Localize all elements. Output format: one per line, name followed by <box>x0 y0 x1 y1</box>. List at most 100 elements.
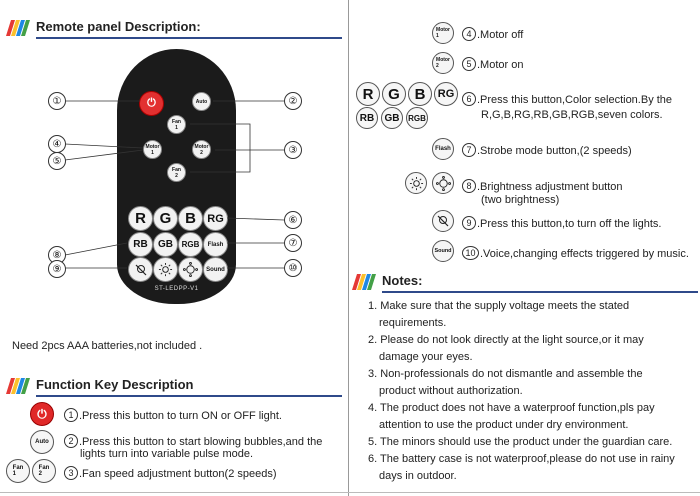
callout-7: ⑦ <box>284 234 302 252</box>
note-text: Non-professionals do not dismantle and a… <box>380 368 643 380</box>
g-button[interactable]: G <box>153 206 178 231</box>
fan1-key-label: Fan 1 <box>12 465 24 477</box>
sun-small-key-icon <box>405 172 427 194</box>
notes-list: 1. Make sure that the supply voltage mee… <box>368 298 698 485</box>
note-text: The product does not have a waterproof f… <box>380 402 655 414</box>
auto-label: Auto <box>195 98 208 105</box>
key-num: 7 <box>462 143 476 157</box>
section-title: Function Key Description <box>36 377 194 392</box>
rgb-key-icon: RGB <box>406 107 428 129</box>
callout-6: ⑥ <box>284 211 302 229</box>
page-divider <box>348 0 349 496</box>
g-key-icon: G <box>382 82 406 106</box>
callout-3-label: ③ <box>288 144 298 156</box>
callout-2: ② <box>284 92 302 110</box>
power-icon: ⏻ <box>147 97 156 109</box>
bulb-off-icon <box>135 264 146 275</box>
fan1-button[interactable]: Fan 1 <box>167 115 186 134</box>
r-label: R <box>135 210 146 227</box>
motor2-key-label: Motor 2 <box>436 57 450 69</box>
motor1-key-label: Motor 1 <box>436 27 450 39</box>
key-9: 9.Press this button,to turn off the ligh… <box>462 216 661 231</box>
auto-key-label: Auto <box>35 439 49 445</box>
header-rule <box>382 291 698 293</box>
gb-button[interactable]: GB <box>153 232 178 257</box>
r-button[interactable]: R <box>128 206 153 231</box>
note-text-cont: damage your eyes. <box>379 351 473 363</box>
key-text-cont: (two brightness) <box>481 194 560 206</box>
b-label: B <box>185 210 196 227</box>
key-text: .Strobe mode button,(2 speeds) <box>477 145 632 157</box>
notes-header: Notes: <box>352 271 698 293</box>
rg-key-label: RG <box>437 88 455 100</box>
note-num: 1. <box>368 300 378 312</box>
gb-key-label: GB <box>384 112 400 124</box>
key-text: .Brightness adjustment button <box>477 181 623 193</box>
note-num: 5. <box>368 436 378 448</box>
r-key-label: R <box>362 85 374 103</box>
stripes-icon <box>6 20 30 36</box>
callout-5-label: ⑤ <box>52 155 62 167</box>
sound-button[interactable]: Sound <box>203 257 228 282</box>
fan1-key-icon: Fan 1 <box>6 459 30 483</box>
auto-key-icon: Auto <box>30 430 54 454</box>
note-text: The battery case is not waterproof,pleas… <box>380 453 675 465</box>
callout-1: ① <box>48 92 66 110</box>
key-1: 1.Press this button to turn ON or OFF li… <box>64 408 282 423</box>
callout-9: ⑨ <box>48 260 66 278</box>
rgb-button[interactable]: RGB <box>178 232 203 257</box>
callout-2-label: ② <box>288 95 298 107</box>
note-text-cont: attention to use the product under dry e… <box>379 419 629 431</box>
flash-key-icon: Flash <box>432 138 454 160</box>
key-text: .Voice,changing effects triggered by mus… <box>480 248 689 260</box>
rb-button[interactable]: RB <box>128 232 153 257</box>
b-key-icon: B <box>408 82 432 106</box>
model-label: ST-LEDPP-V1 <box>154 286 199 292</box>
lights-off-button[interactable] <box>128 257 153 282</box>
key-num: 2 <box>64 434 78 448</box>
power-button[interactable]: ⏻ <box>139 91 164 116</box>
callout-4-label: ④ <box>52 138 62 150</box>
lights-off-key-icon <box>432 210 454 232</box>
rg-label: RG <box>207 212 224 225</box>
brightness-down-button[interactable] <box>153 257 178 282</box>
note-text-cont: requirements. <box>379 317 447 329</box>
key-2: 2.Press this button to start blowing bub… <box>64 434 322 449</box>
key-num: 1 <box>64 408 78 422</box>
key-num: 8 <box>462 179 476 193</box>
brightness-up-button[interactable] <box>178 257 203 282</box>
rb-key-label: RB <box>359 112 375 124</box>
key-5: 5.Motor on <box>462 57 523 72</box>
g-key-label: G <box>388 85 400 103</box>
key-text: .Motor off <box>477 29 524 41</box>
function-key-header: Function Key Description <box>6 375 342 397</box>
note-num: 2. <box>368 334 378 346</box>
motor1-button[interactable]: Motor 1 <box>143 140 162 159</box>
note-text: Please do not look directly at the light… <box>380 334 644 346</box>
flash-label: Flash <box>207 241 224 248</box>
rg-button[interactable]: RG <box>203 206 228 231</box>
fan2-button[interactable]: Fan 2 <box>167 163 186 182</box>
gb-key-icon: GB <box>381 107 403 129</box>
key-4: 4.Motor off <box>462 27 523 42</box>
section-title: Remote panel Description: <box>36 19 201 34</box>
note-item: 5. The minors should use the product und… <box>368 434 698 451</box>
motor2-button[interactable]: Motor 2 <box>192 140 211 159</box>
r-key-icon: R <box>356 82 380 106</box>
key-2-cont: lights turn into variable pulse mode. <box>80 447 253 461</box>
flash-button[interactable]: Flash <box>203 232 228 257</box>
fan2-key-label: Fan 2 <box>38 465 50 477</box>
auto-button[interactable]: Auto <box>192 92 211 111</box>
key-text: .Press this button,to turn off the light… <box>477 218 662 230</box>
callout-9-label: ⑨ <box>52 263 62 275</box>
callout-10: ⑩ <box>284 259 302 277</box>
key-num: 4 <box>462 27 476 41</box>
b-button[interactable]: B <box>178 206 203 231</box>
stripes-icon <box>6 378 30 394</box>
rb-label: RB <box>133 239 148 250</box>
motor2-label: Motor 2 <box>194 143 209 156</box>
callout-3: ③ <box>284 141 302 159</box>
sun-small-icon <box>409 176 423 190</box>
callout-8-label: ⑧ <box>52 249 62 261</box>
